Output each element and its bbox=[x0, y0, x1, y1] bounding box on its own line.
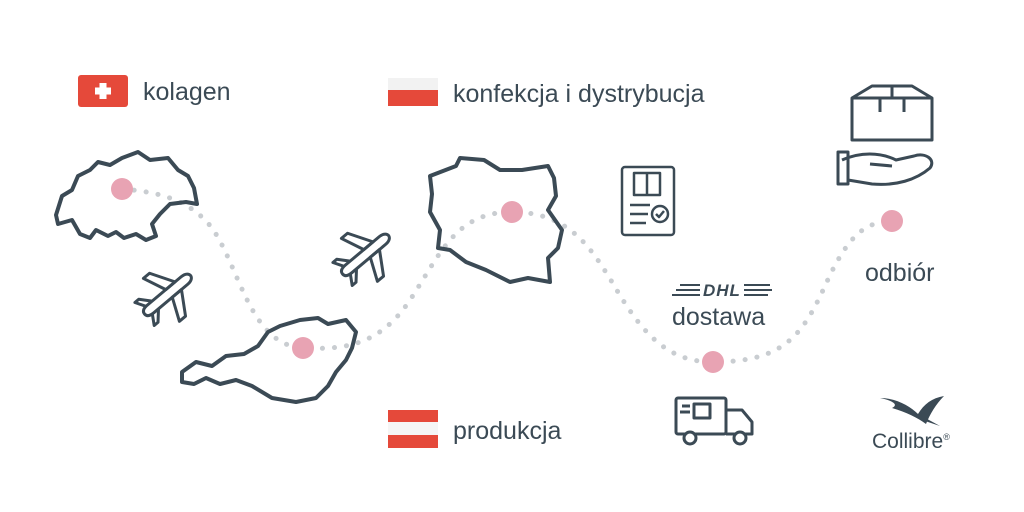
certificate-icon bbox=[620, 165, 676, 237]
label-produkcja: produkcja bbox=[453, 417, 562, 445]
brand-name: Collibre bbox=[872, 430, 944, 453]
dhl-logo-text: DHL bbox=[700, 282, 744, 299]
switzerland-map bbox=[54, 150, 199, 242]
brand-logo: Collibre® bbox=[872, 430, 950, 454]
label-dostawa: dostawa bbox=[672, 303, 766, 331]
hummingbird-logo-icon bbox=[880, 396, 944, 426]
poland-map bbox=[428, 156, 564, 284]
stop-delivery bbox=[702, 351, 724, 373]
brand-registered-mark: ® bbox=[943, 432, 950, 442]
label-odbior: odbiór bbox=[865, 259, 935, 287]
stop-pickup bbox=[881, 210, 903, 232]
box-hand-icon bbox=[836, 84, 934, 186]
label-kolagen: kolagen bbox=[143, 78, 231, 106]
truck-icon bbox=[674, 396, 754, 446]
austria-map bbox=[180, 316, 358, 404]
label-konfekcja-i-dystrybucja: konfekcja i dystrybucja bbox=[453, 80, 705, 108]
stop-poland bbox=[501, 201, 523, 223]
stop-switzerland bbox=[111, 178, 133, 200]
airplane-icon bbox=[331, 231, 391, 287]
route-path bbox=[119, 186, 895, 365]
swiss-flag-icon bbox=[78, 75, 128, 107]
austrian-flag-icon bbox=[388, 410, 438, 448]
airplane-icon bbox=[133, 271, 193, 327]
stop-austria bbox=[292, 337, 314, 359]
polish-flag-icon bbox=[388, 78, 438, 106]
